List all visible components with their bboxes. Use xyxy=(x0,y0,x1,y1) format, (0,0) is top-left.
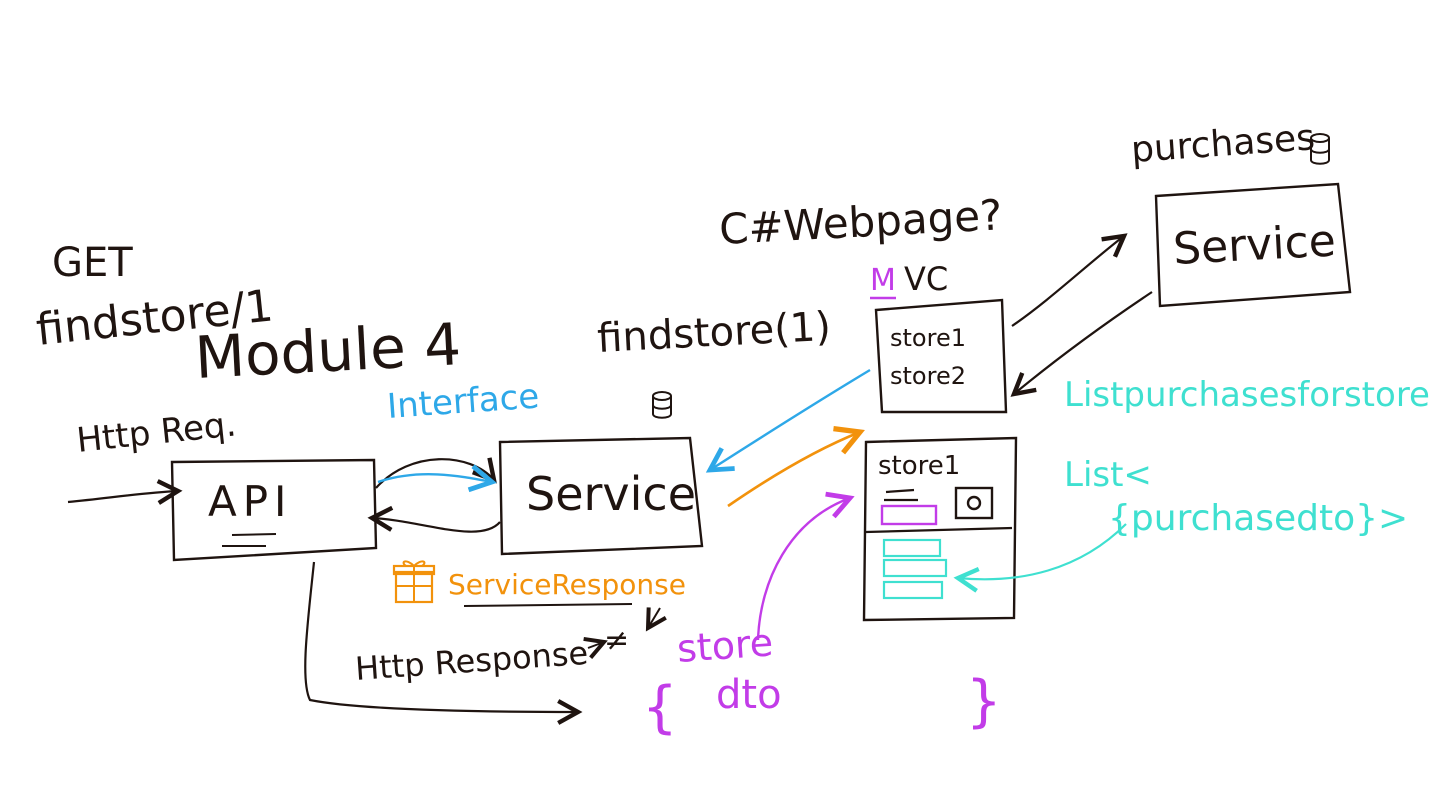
service-right-label: Service xyxy=(1172,216,1337,275)
purchase-row-2 xyxy=(882,558,948,578)
purchasedto-label: {purchasedto}> xyxy=(1108,498,1408,539)
not-equal-sign: ≠ xyxy=(604,623,629,658)
findstore-call-label: findstore(1) xyxy=(596,304,832,362)
request-arrow xyxy=(67,491,178,502)
store-detail-box: store1 xyxy=(862,436,1018,622)
interface-label: Interface xyxy=(386,376,541,427)
api-label: API xyxy=(208,477,292,526)
purchase-row-3 xyxy=(882,580,944,600)
service-left-label: Service xyxy=(526,467,696,521)
http-response-label: Http Response xyxy=(354,634,589,688)
store-dto-dto-label: dto xyxy=(716,672,782,718)
http-response-arrowlet xyxy=(588,642,604,648)
module-title: Module 4 xyxy=(193,310,462,392)
store-dto-arrow xyxy=(756,498,850,641)
api-output-arrow xyxy=(304,561,578,712)
api-to-service-blue-arrow xyxy=(377,474,492,482)
list-purchases-for-store-label: Listpurchasesforstore xyxy=(1064,375,1430,415)
store-list-item-2: store2 xyxy=(890,362,966,390)
service-box-right: Service xyxy=(1154,182,1352,308)
store-list-box: store1 store2 xyxy=(874,298,1008,414)
purchasedto-to-rows-arrow xyxy=(958,523,1127,579)
store-dto-brace-close: } xyxy=(966,669,1002,734)
api-underline xyxy=(222,533,277,547)
detail-lines xyxy=(884,488,918,502)
store-list-to-purchases-arrow xyxy=(1011,236,1124,327)
service-to-store-detail-arrow xyxy=(727,432,860,508)
service-to-api-arrow xyxy=(372,518,501,533)
list-generic-label: List< xyxy=(1064,455,1152,495)
purchases-label: purchases xyxy=(1130,117,1316,171)
service-response-underline xyxy=(463,603,633,607)
webpage-question-label: C#Webpage? xyxy=(718,190,1003,254)
gift-icon xyxy=(392,560,436,604)
api-box: API xyxy=(170,458,378,562)
purchase-row-1 xyxy=(882,538,942,558)
get-label: GET xyxy=(52,240,133,286)
http-req-label: Http Req. xyxy=(75,404,238,461)
detail-purple-field xyxy=(880,504,938,526)
mvc-vc-label: VC xyxy=(904,260,948,298)
store-list-item-1: store1 xyxy=(890,324,966,352)
store-detail-title: store1 xyxy=(878,451,960,481)
service-response-label: ServiceResponse xyxy=(448,568,686,601)
store-dto-store-label: store xyxy=(676,620,775,671)
purchases-to-store-list-arrow xyxy=(1014,291,1153,394)
service-box-left: Service xyxy=(498,436,704,556)
database-icon xyxy=(652,391,672,419)
database-icon xyxy=(1310,133,1330,165)
store-dto-brace-open: { xyxy=(642,675,678,740)
image-icon xyxy=(954,486,994,520)
mvc-m-label: M xyxy=(870,263,896,298)
response-small-arrow xyxy=(648,608,660,628)
store-list-to-service-arrow xyxy=(710,368,871,470)
